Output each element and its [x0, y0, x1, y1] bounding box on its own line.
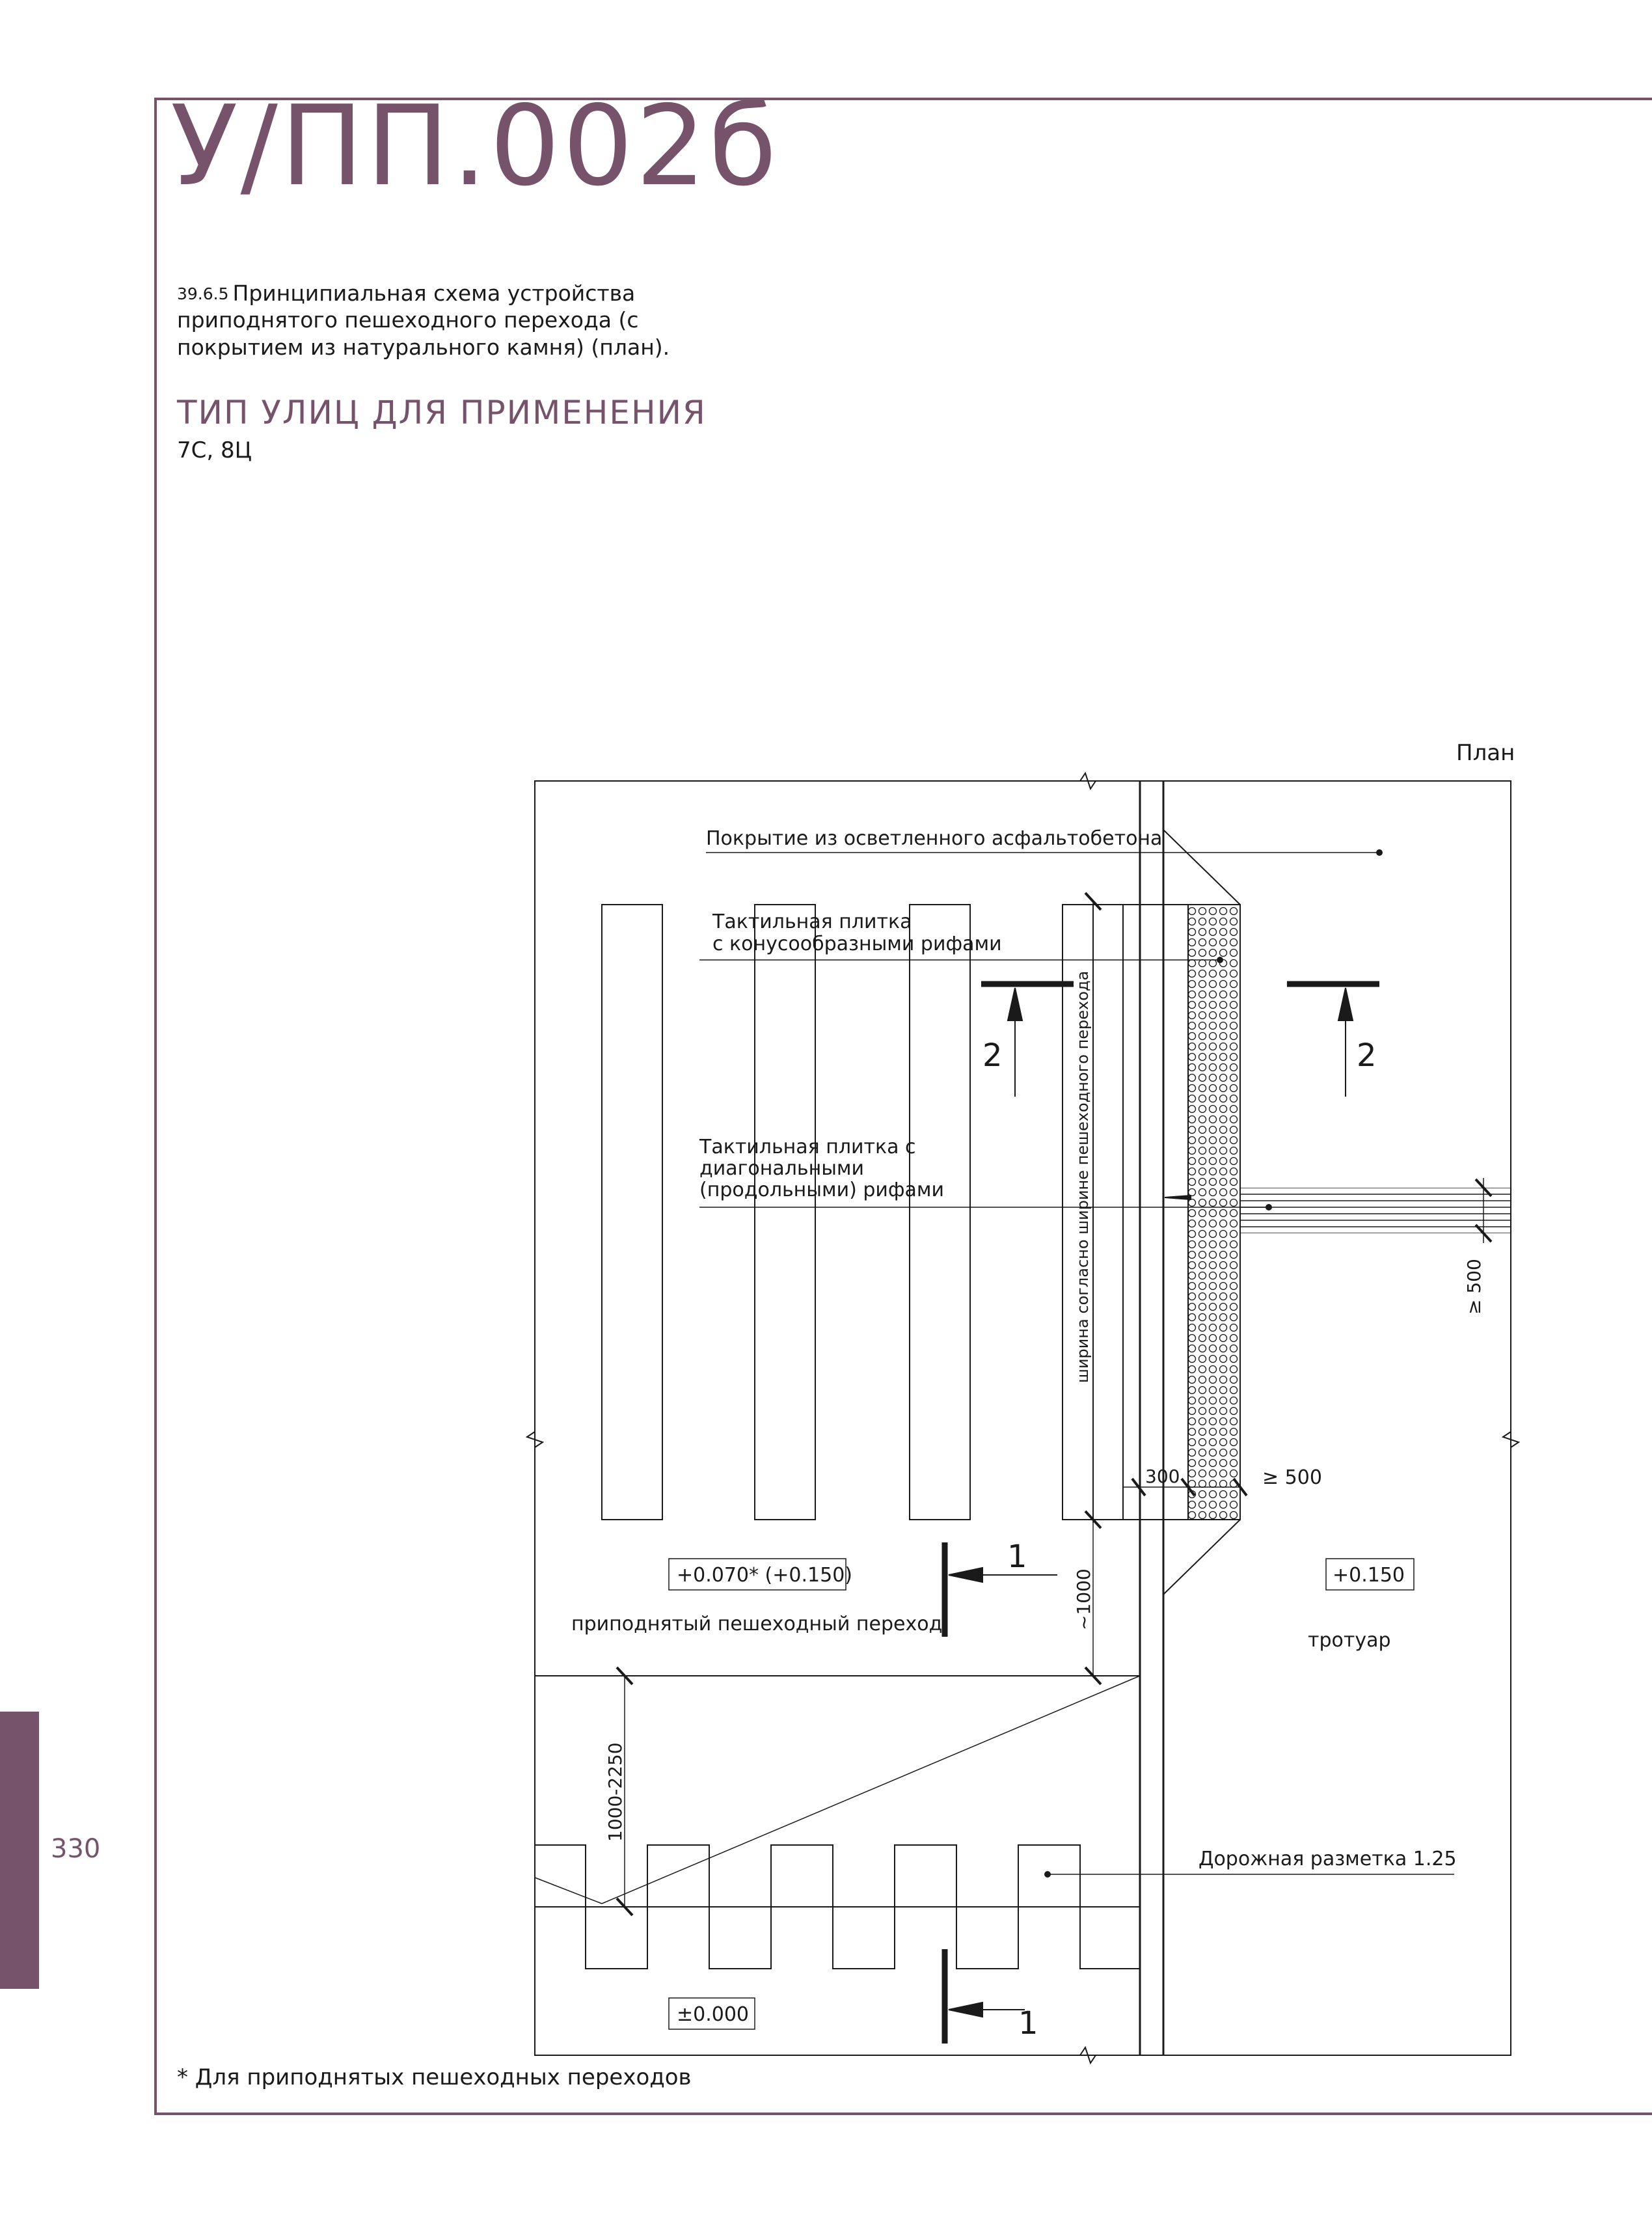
- zebra-bar: [601, 904, 663, 1520]
- break-mark-right: [1501, 1431, 1521, 1448]
- elevation-crossing: +0.070* (+0.150): [677, 1564, 852, 1587]
- dim-500-v: ≥ 500: [1463, 1259, 1485, 1315]
- zebra-bar: [754, 904, 816, 1520]
- tactile-diagonal-strip: [1122, 904, 1189, 1520]
- ramp-flare-bottom: [1163, 1519, 1241, 1595]
- tactile-cone-strip: [1187, 904, 1241, 1520]
- label-asphalt: Покрытие из осветленного асфальтобетона: [706, 827, 1162, 850]
- section-2-left-label: 2: [982, 1037, 1003, 1074]
- section-1-bottom-label: 1: [1018, 2005, 1038, 2042]
- break-mark-left: [525, 1431, 545, 1448]
- label-tactile-diag-3: (продольными) рифами: [699, 1179, 944, 1201]
- label-road-marking: Дорожная разметка 1.25: [1198, 1848, 1457, 1870]
- guiding-tactile-strip: [1240, 1188, 1511, 1233]
- dim-tick: [1232, 1477, 1248, 1497]
- elevation-box-crossing: [668, 1558, 846, 1591]
- caption-number: 39.6.5: [177, 284, 229, 303]
- dim-500-h: ≥ 500: [1262, 1466, 1322, 1489]
- section-1-top-arrow: [948, 1566, 983, 1583]
- ramp-diagonal: [601, 1675, 1141, 1904]
- page-tab: [0, 1712, 39, 1989]
- section-2-right-label: 2: [1357, 1037, 1377, 1074]
- street-type-value: 7С, 8Ц: [177, 437, 252, 463]
- leader-tactile-cone-dot: [1217, 957, 1223, 963]
- caption-text: Принципиальная схема устройства приподня…: [177, 280, 670, 360]
- diagram-title: План: [1456, 740, 1515, 766]
- label-tactile-cone-2: с конусообразными рифами: [712, 933, 1002, 955]
- leader-asphalt-dot: [1376, 849, 1383, 856]
- elevation-box-sidewalk: [1325, 1558, 1415, 1591]
- sheet-code: У/ПП.002б: [170, 82, 779, 211]
- page-number: 330: [51, 1834, 101, 1864]
- dim-tick: [1474, 1178, 1493, 1197]
- leader-road-marking-dot: [1044, 1871, 1051, 1878]
- page-frame: [154, 98, 1652, 2115]
- elevation-sidewalk: +0.150: [1333, 1564, 1405, 1587]
- ramp-flare-top: [1163, 829, 1241, 905]
- dim-tick: [1474, 1224, 1493, 1243]
- footnote: * Для приподнятых пешеходных переходов: [177, 2064, 692, 2090]
- label-sidewalk: тротуар: [1308, 1629, 1391, 1652]
- section-1-top-label: 1: [1007, 1538, 1027, 1575]
- dim-tick: [1084, 892, 1102, 911]
- dim-tick: [1084, 1666, 1102, 1686]
- label-width-note: ширина согласно ширине пешеходного перех…: [1074, 971, 1092, 1383]
- elevation-box-road: [668, 1997, 755, 2030]
- zebra-bar: [909, 904, 971, 1520]
- break-mark-bottom: [1079, 2045, 1096, 2065]
- leader-tactile-diagonal-arrow: [1164, 1194, 1191, 1201]
- elevation-road: ±0.000: [677, 2003, 749, 2026]
- street-type-heading: ТИП УЛИЦ ДЛЯ ПРИМЕНЕНИЯ: [177, 394, 707, 431]
- label-tactile-diag-1: Тактильная плитка с: [699, 1136, 916, 1158]
- dim-tick: [616, 1897, 634, 1917]
- label-tactile-diag-2: диагональными: [699, 1157, 864, 1180]
- dim-1000-2250: 1000-2250: [604, 1742, 626, 1842]
- drawing-boundary: [534, 780, 1511, 2056]
- dim-tick: [616, 1666, 634, 1686]
- leader-tactile-diagonal-dot: [1266, 1204, 1272, 1210]
- break-mark-top: [1079, 771, 1096, 791]
- dim-tick: [1180, 1477, 1196, 1497]
- label-raised-crossing: приподнятый пешеходный переход: [571, 1613, 942, 1635]
- section-2-left-arrow: [1007, 987, 1023, 1021]
- label-tactile-cone-1: Тактильная плитка: [712, 910, 912, 933]
- dim-300: 300: [1145, 1466, 1180, 1487]
- section-1-bottom-arrow: [948, 2001, 983, 2018]
- ramp-diagonal-left: [534, 1877, 603, 1904]
- dim-tick: [1131, 1477, 1146, 1497]
- dim-1000: ~1000: [1073, 1568, 1094, 1630]
- section-2-right-arrow: [1337, 987, 1354, 1021]
